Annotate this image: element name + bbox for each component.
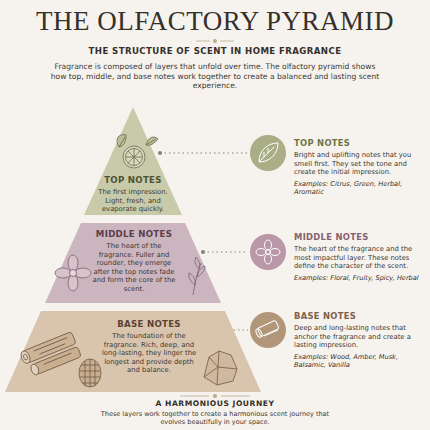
note-heading: TOP NOTES bbox=[294, 138, 426, 149]
leader-dot bbox=[158, 151, 162, 155]
icon-circle bbox=[250, 234, 286, 270]
pyramid-band: TOP NOTES The first impression. Light, fr… bbox=[84, 107, 182, 215]
band-fill bbox=[84, 107, 182, 215]
pyramid-band: BASE NOTES The foundation of the fragranc… bbox=[5, 311, 261, 392]
wood-icon bbox=[255, 320, 279, 338]
ornament-line bbox=[196, 41, 210, 42]
text-group: MIDDLE NOTES The heart of the fragrance a… bbox=[294, 232, 426, 282]
note-examples: Examples: Citrus, Green, Herbal, Aromati… bbox=[294, 180, 426, 197]
ornament-line bbox=[180, 396, 209, 397]
band-fill bbox=[45, 223, 221, 303]
pyramid-band: MIDDLE NOTES The heart of the fragrance. … bbox=[45, 223, 221, 303]
band-body: The heart of the fragrance. Fuller and r… bbox=[91, 242, 177, 294]
note-examples: Examples: Floral, Fruity, Spicy, Herbal bbox=[294, 274, 426, 282]
note-description: Bright and uplifting notes that you smel… bbox=[294, 151, 426, 177]
band-text: TOP NOTES The first impression. Light, fr… bbox=[95, 175, 171, 214]
text-group: A HARMONIOUS JOURNEYThese layers work to… bbox=[100, 399, 330, 426]
text-group: BASE NOTES Deep and long-lasting notes th… bbox=[294, 311, 426, 370]
leader-dot bbox=[201, 250, 205, 254]
ornament-line bbox=[220, 41, 234, 42]
ornament-line bbox=[221, 396, 250, 397]
note-description: Deep and long-lasting notes that anchor … bbox=[294, 324, 426, 350]
subtitle: THE STRUCTURE OF SCENT IN HOME FRAGRANCE bbox=[40, 46, 390, 57]
band-fill bbox=[5, 311, 261, 392]
band-heading: BASE NOTES bbox=[101, 319, 197, 330]
note-examples: Examples: Wood, Amber, Musk, Balsamic, V… bbox=[294, 353, 426, 370]
band-text: BASE NOTES The foundation of the fragranc… bbox=[101, 319, 197, 375]
leader-line bbox=[160, 152, 248, 153]
intro-text: Fragrance is composed of layers that unf… bbox=[40, 62, 390, 91]
note-description: The heart of the fragrance and the most … bbox=[294, 245, 426, 271]
leader-line bbox=[203, 251, 248, 252]
note-heading: BASE NOTES bbox=[294, 311, 426, 322]
ornament-dot bbox=[213, 394, 217, 398]
footer-heading: A HARMONIOUS JOURNEY bbox=[100, 399, 330, 409]
icon-circle bbox=[250, 312, 286, 348]
band-heading: MIDDLE NOTES bbox=[91, 229, 177, 240]
footer-text: These layers work together to create a h… bbox=[100, 410, 330, 426]
text-group: TOP NOTES Bright and uplifting notes that… bbox=[294, 138, 426, 197]
band-heading: TOP NOTES bbox=[95, 175, 171, 186]
note-heading: MIDDLE NOTES bbox=[294, 232, 426, 243]
diagram-title: THE OLFACTORY PYRAMID bbox=[0, 5, 430, 37]
leaf-icon bbox=[259, 143, 278, 162]
band-body: The first impression. Light, fresh, and … bbox=[95, 188, 171, 214]
band-text: MIDDLE NOTES The heart of the fragrance. … bbox=[91, 229, 177, 294]
flower-icon bbox=[256, 240, 280, 264]
band-body: The foundation of the fragrance. Rich, d… bbox=[101, 332, 197, 375]
ornament-dot bbox=[213, 39, 217, 43]
text-group: THE STRUCTURE OF SCENT IN HOME FRAGRANCE… bbox=[40, 46, 390, 91]
icon-circle bbox=[250, 135, 286, 171]
